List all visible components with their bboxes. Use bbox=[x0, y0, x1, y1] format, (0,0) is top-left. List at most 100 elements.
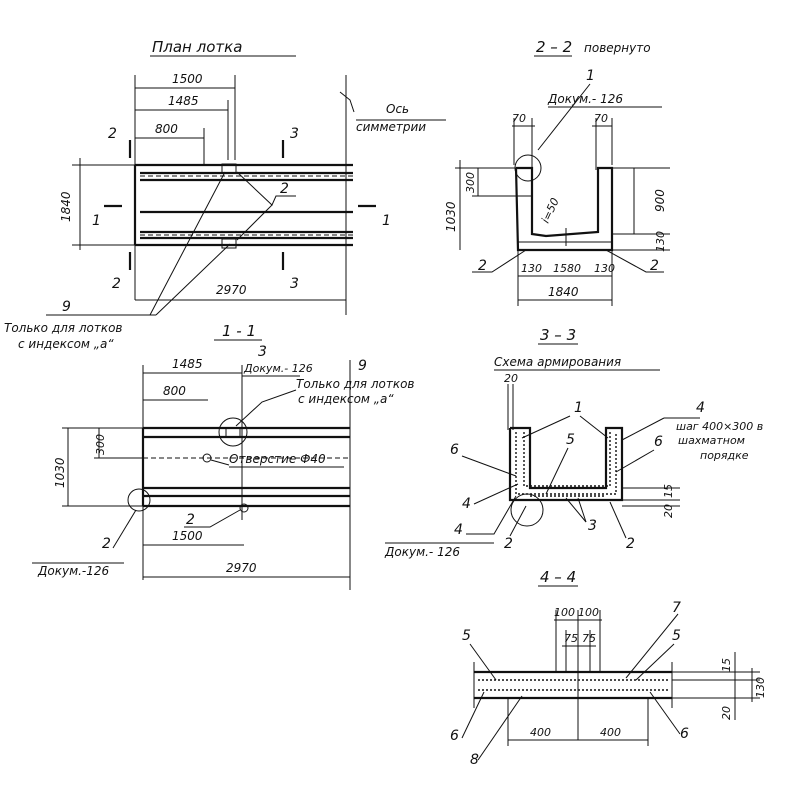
s11-callout-2a: 2 bbox=[102, 536, 111, 552]
s33-callout-1: 1 bbox=[574, 400, 583, 416]
plan-mark-2-top: 2 bbox=[108, 126, 117, 142]
plan-mark-1-left: 1 bbox=[92, 213, 101, 229]
s33-ref: Докум.- 126 bbox=[384, 545, 460, 559]
s44-dim-100b: 100 bbox=[578, 606, 599, 619]
plan-dim-1840: 1840 bbox=[59, 191, 73, 222]
s33-leader-3b bbox=[577, 497, 587, 523]
plan-leader-9a bbox=[149, 171, 226, 316]
s33-leader-2l bbox=[509, 505, 527, 537]
plan-dim-800: 800 bbox=[155, 122, 178, 136]
s11-dim-2970: 2970 bbox=[226, 561, 257, 575]
s11-dim-1030: 1030 bbox=[53, 457, 67, 488]
s33-leader-2r bbox=[609, 501, 627, 539]
s44-callout-5l: 5 bbox=[462, 628, 471, 644]
s22-leader-1 bbox=[537, 83, 591, 151]
s33-callout-2r: 2 bbox=[626, 536, 635, 552]
section-2-2: 2 – 2 повернуто 1 Докум.- 126 70 70 300 … bbox=[444, 38, 670, 306]
s33-leader-3a bbox=[565, 497, 587, 523]
plan-mark-3-bottom: 3 bbox=[290, 276, 299, 292]
s11-dim-1500: 1500 bbox=[172, 529, 203, 543]
s11-lifting-point bbox=[239, 503, 249, 513]
plan-title: План лотка bbox=[152, 38, 242, 56]
plan-leader-2a bbox=[236, 171, 296, 206]
s22-dim-130r: 130 bbox=[654, 231, 667, 252]
s33-callout-3: 3 bbox=[588, 518, 597, 534]
s11-ref-top: Докум.- 126 bbox=[243, 362, 313, 375]
s11-callout-3: 3 bbox=[258, 344, 267, 360]
plan-callout-2: 2 bbox=[280, 181, 289, 197]
s44-callout-7: 7 bbox=[672, 600, 681, 616]
s22-title: 2 – 2 bbox=[536, 38, 572, 56]
s22-dim-300: 300 bbox=[464, 172, 477, 193]
s33-title: 3 – 3 bbox=[540, 326, 576, 344]
s44-dim-75a: 75 bbox=[564, 632, 578, 645]
section-4-4: 4 – 4 100 100 75 75 7 5 5 15 130 20 bbox=[450, 568, 767, 768]
s22-dim-1580: 1580 bbox=[553, 262, 581, 275]
plan-note-line-2: с индексом „а“ bbox=[18, 337, 114, 351]
s44-dim-400b: 400 bbox=[600, 726, 621, 739]
s33-callout-6l: 6 bbox=[450, 442, 459, 458]
s33-rebar-inner bbox=[523, 432, 611, 487]
s11-loop bbox=[225, 427, 241, 438]
s33-leader-1a bbox=[521, 415, 571, 439]
s22-dim-900: 900 bbox=[653, 189, 667, 212]
s33-callout-4: 4 bbox=[696, 400, 705, 416]
s33-callout-4b: 4 bbox=[454, 522, 463, 538]
s22-dim-70a: 70 bbox=[512, 112, 526, 125]
s11-dim-300: 300 bbox=[94, 434, 107, 455]
s33-callout-5: 5 bbox=[566, 432, 575, 448]
plan-mark-2-bottom: 2 bbox=[112, 276, 121, 292]
s11-dim-1485: 1485 bbox=[172, 357, 203, 371]
s11-callout-9: 9 bbox=[358, 358, 367, 374]
s33-leader-4b bbox=[466, 495, 517, 535]
s11-note-line-2: с индексом „а“ bbox=[298, 392, 394, 406]
s44-leader-8 bbox=[477, 695, 523, 761]
s33-leader-4a bbox=[473, 483, 519, 505]
plan-dim-1500: 1500 bbox=[172, 72, 203, 86]
plan-loop-bottom bbox=[221, 238, 237, 249]
s22-dim-130b: 130 bbox=[594, 262, 615, 275]
s33-dim-20: 20 bbox=[504, 372, 518, 385]
s22-leader-2r bbox=[605, 249, 664, 273]
plan-dim-1485: 1485 bbox=[168, 94, 199, 108]
s11-hole-leader bbox=[210, 459, 230, 466]
s44-callout-5r: 5 bbox=[672, 628, 681, 644]
s44-dim-75b: 75 bbox=[582, 632, 596, 645]
s22-ref: Докум.- 126 bbox=[547, 92, 623, 106]
s11-hole-mark bbox=[202, 453, 212, 463]
s44-dim-15: 15 bbox=[720, 658, 733, 672]
s11-ref-bottom: Докум.-126 bbox=[37, 564, 110, 578]
s44-dim-130: 130 bbox=[754, 677, 767, 698]
s11-leader-9 bbox=[235, 389, 297, 427]
s11-detail-circle-top bbox=[218, 417, 248, 447]
s11-hole-label: Отверстие Ф40 bbox=[229, 452, 326, 466]
s33-note-1: шаг 400×300 в bbox=[676, 420, 763, 433]
s33-leader-6l bbox=[461, 455, 517, 477]
plan-dim-2970: 2970 bbox=[216, 283, 247, 297]
s11-dim-800: 800 bbox=[163, 384, 186, 398]
s44-leader-5l bbox=[469, 643, 497, 681]
s33-note-3: порядке bbox=[700, 449, 749, 462]
plan-view: План лотка 1500 1485 800 Ось симметрии bbox=[4, 38, 446, 351]
s22-callout-2r: 2 bbox=[650, 258, 659, 274]
s33-channel-profile bbox=[508, 426, 624, 502]
s33-callout-4a: 4 bbox=[462, 496, 471, 512]
s22-subtitle: повернуто bbox=[584, 41, 651, 55]
s44-leader-7 bbox=[625, 613, 679, 679]
s33-leader-1b bbox=[579, 415, 609, 439]
s33-dim-15: 15 bbox=[662, 484, 675, 498]
plan-leader-2b bbox=[236, 204, 273, 241]
s22-callout-2l: 2 bbox=[478, 258, 487, 274]
s33-dim-20r: 20 bbox=[662, 504, 675, 518]
s33-detail-circle bbox=[510, 493, 544, 527]
s44-leader-5r bbox=[635, 643, 675, 681]
s22-slope: i=50 bbox=[539, 196, 562, 225]
plan-callout-9: 9 bbox=[62, 299, 71, 315]
section-1-1: 1 - 1 1485 800 3 Докум.- 126 9 Только дл… bbox=[32, 322, 414, 590]
s44-dim-100a: 100 bbox=[554, 606, 575, 619]
s11-leader-2a bbox=[112, 509, 137, 549]
s44-leader-6l bbox=[461, 691, 485, 739]
s11-detail-circle-bottom bbox=[127, 488, 151, 512]
plan-mark-1-right: 1 bbox=[382, 213, 391, 229]
